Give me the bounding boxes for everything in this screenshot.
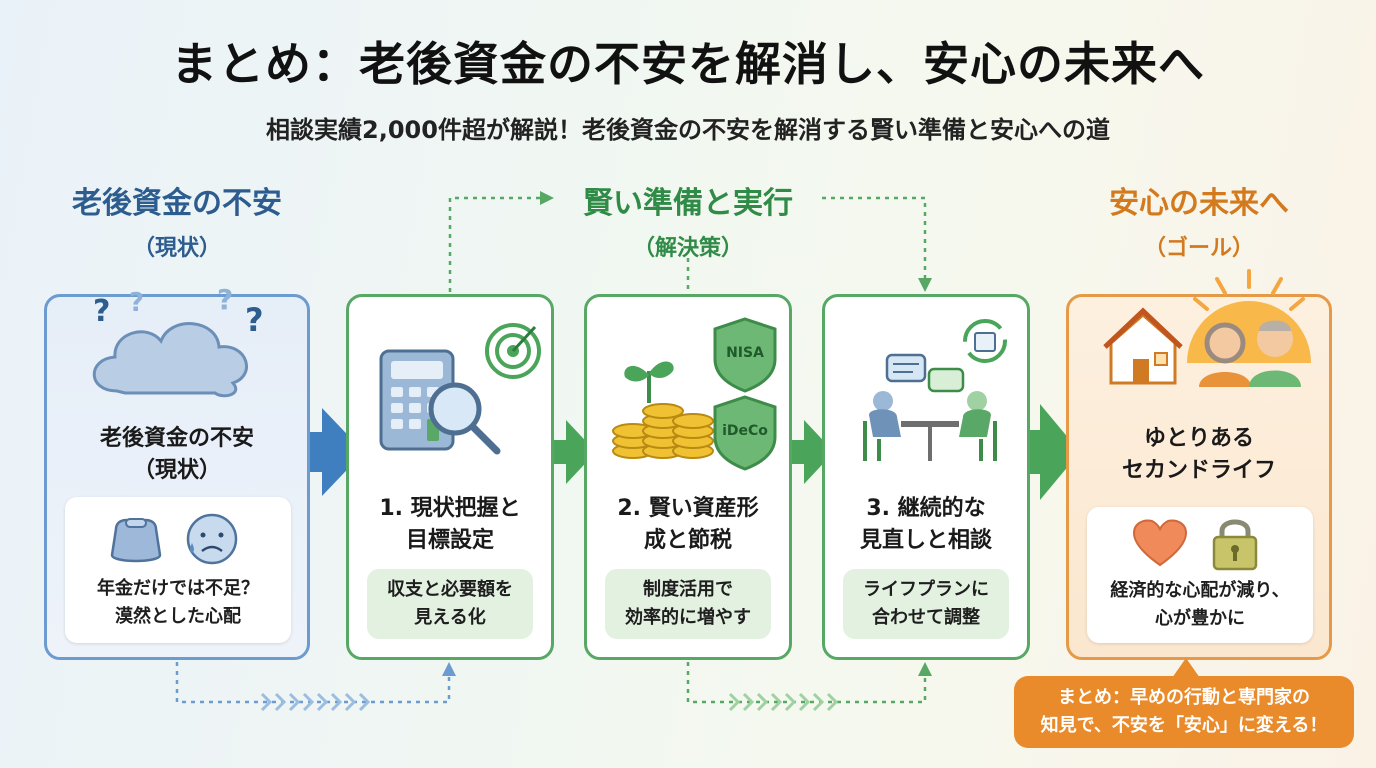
top-dotted-arrowhead-down: [918, 278, 932, 292]
section-goal-heading: 安心の未来へ （ゴール）: [1066, 178, 1332, 262]
flow-arrow-1: [286, 408, 364, 496]
step2-note-box: 制度活用で 効率的に増やす: [605, 569, 771, 639]
ideco-shield-label: iDeCo: [722, 423, 768, 439]
anxiety-note-line1: 年金だけでは不足？: [97, 578, 259, 599]
step2-label-line2: 成と節税: [643, 528, 732, 553]
worry-cloud-icon: ? ? ? ?: [92, 283, 264, 398]
section-solution-title: 賢い準備と実行: [583, 186, 793, 221]
card-anxiety: ? ? ? ? 老後資金の不安 （現状） 年金だけでは不足？ 漠然とした心配: [44, 283, 310, 660]
section-current-sub: （現状）: [132, 236, 221, 261]
top-dotted-connector-right: [822, 196, 927, 278]
anxiety-label: 老後資金の不安 （現状）: [47, 423, 307, 487]
page-subtitle: 相談実績2,000件超が解説！老後資金の不安を解消する賢い準備と安心への道: [266, 116, 1110, 144]
step2-label: 2. 賢い資産形 成と節税: [587, 493, 789, 557]
svg-text:?: ?: [245, 301, 264, 339]
wallet-sad-face-icon: [110, 513, 238, 565]
svg-text:?: ?: [217, 283, 233, 316]
svg-text:?: ?: [93, 294, 110, 329]
heart-padlock-icon: [1132, 519, 1258, 571]
coins-sprout-shields-icon: [612, 317, 777, 471]
step1-note-line2: 見える化: [414, 607, 486, 628]
step1-label: 1. 現状把握と 目標設定: [349, 493, 551, 557]
nisa-shield-label: NISA: [726, 345, 764, 361]
card-step2: NISA iDeCo 2. 賢い資産形 成と節税 制度活用で 効率的に増やす: [584, 294, 792, 660]
step3-note-line1: ライフプランに: [863, 579, 989, 600]
step3-label-line1: 3. 継続的な: [866, 496, 986, 521]
sunrise-house-couple-icon: [1103, 269, 1311, 387]
flow-arrow-3: [778, 420, 834, 484]
calculator-magnifier-target-icon: [379, 323, 541, 455]
top-dotted-connector-left: [448, 196, 540, 292]
step2-note-line2: 効率的に増やす: [625, 607, 751, 628]
anxiety-label-line2: （現状）: [132, 458, 221, 483]
goal-label: ゆとりある セカンドライフ: [1069, 423, 1329, 487]
step2-label-line1: 2. 賢い資産形: [617, 496, 759, 521]
bottom-blue-arrowhead: [442, 662, 456, 676]
page-title: まとめ：老後資金の不安を解消し、安心の未来へ: [171, 37, 1205, 91]
step1-label-line1: 1. 現状把握と: [379, 496, 521, 521]
bottom-dotted-connector-green: [686, 662, 927, 704]
summary-callout: まとめ：早めの行動と専門家の 知見で、不安を「安心」に変える！: [1014, 676, 1354, 748]
bottom-blue-chevrons: [260, 692, 371, 712]
anxiety-note-box: 年金だけでは不足？ 漠然とした心配: [65, 497, 291, 643]
step1-label-line2: 目標設定: [405, 528, 494, 553]
section-goal-title: 安心の未来へ: [1109, 186, 1289, 221]
section-solution-sub: （解決策）: [632, 236, 743, 261]
step1-note-box: 収支と必要額を 見える化: [367, 569, 533, 639]
top-dotted-arrowhead: [540, 191, 554, 205]
goal-note-line1: 経済的な心配が減り、: [1110, 580, 1290, 601]
step3-label: 3. 継続的な 見直しと相談: [825, 493, 1027, 557]
anxiety-label-line1: 老後資金の不安: [99, 426, 254, 451]
summary-line1: まとめ：早めの行動と専門家の: [1058, 687, 1310, 708]
bottom-green-arrowhead: [918, 662, 932, 676]
step2-note-line1: 制度活用で: [643, 579, 733, 600]
step3-note-box: ライフプランに 合わせて調整: [843, 569, 1009, 639]
section-solution-heading: 賢い準備と実行 （解決策）: [550, 178, 826, 262]
card-goal: ゆとりある セカンドライフ 経済的な心配が減り、 心が豊かに: [1066, 269, 1332, 660]
flow-arrow-2: [540, 420, 596, 484]
card-step3: 3. 継続的な 見直しと相談 ライフプランに 合わせて調整: [822, 294, 1030, 660]
step1-note-line1: 収支と必要額を: [387, 579, 513, 600]
section-current-heading: 老後資金の不安 （現状）: [44, 178, 310, 262]
step3-label-line2: 見直しと相談: [859, 528, 992, 553]
goal-label-line2: セカンドライフ: [1121, 458, 1276, 483]
goal-note-line2: 心が豊かに: [1155, 608, 1245, 629]
step3-note-line2: 合わせて調整: [872, 607, 980, 628]
consultation-meeting-icon: [863, 319, 1007, 461]
section-current-title: 老後資金の不安: [72, 186, 282, 221]
bottom-green-chevrons: [728, 692, 839, 712]
summary-line2: 知見で、不安を「安心」に変える！: [1040, 715, 1328, 736]
anxiety-note-line2: 漠然とした心配: [115, 606, 241, 627]
summary-callout-tip: [1172, 658, 1200, 678]
flow-arrow-4: [1010, 404, 1080, 500]
card-step1: 1. 現状把握と 目標設定 収支と必要額を 見える化: [346, 294, 554, 660]
svg-text:?: ?: [129, 288, 144, 318]
section-goal-sub: （ゴール）: [1143, 236, 1254, 261]
goal-label-line1: ゆとりある: [1143, 426, 1254, 451]
goal-note-box: 経済的な心配が減り、 心が豊かに: [1087, 507, 1313, 643]
bottom-dotted-connector-blue: [175, 662, 451, 704]
